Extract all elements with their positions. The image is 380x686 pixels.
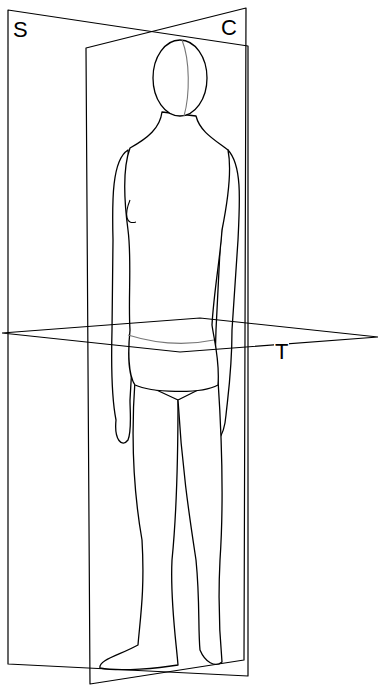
waist-line bbox=[128, 335, 214, 343]
plane-label-holder: T bbox=[274, 340, 289, 364]
transverse-plane bbox=[2, 318, 378, 352]
plane-label: T bbox=[274, 340, 289, 364]
breast-line bbox=[127, 200, 136, 223]
plane-label-holder: C bbox=[220, 16, 238, 40]
left-leg bbox=[100, 380, 178, 670]
plane-label-holder: S bbox=[12, 18, 29, 42]
sagittal-plane bbox=[8, 10, 248, 676]
head-midline bbox=[182, 40, 188, 116]
plane-label: C bbox=[220, 16, 238, 40]
right-leg bbox=[178, 380, 222, 664]
coronal-plane bbox=[86, 8, 246, 684]
head bbox=[153, 40, 207, 116]
plane-label: S bbox=[12, 18, 29, 42]
